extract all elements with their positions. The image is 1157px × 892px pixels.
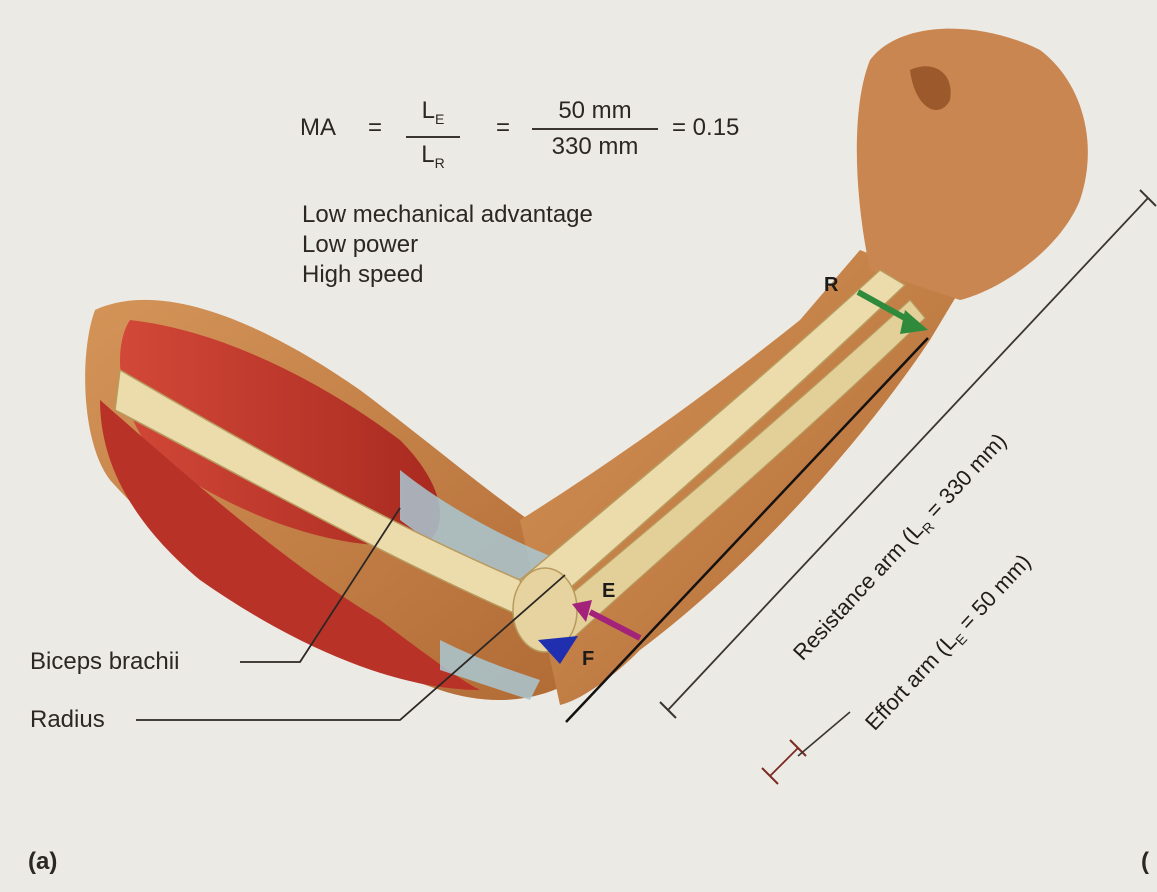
- effort-arm-leader: [798, 712, 850, 756]
- note-speed: High speed: [302, 260, 593, 290]
- resistance-point-label: R: [824, 274, 838, 297]
- length-ratio-fraction: LE LR: [406, 96, 460, 178]
- note-mechanical-advantage: Low mechanical advantage: [302, 200, 593, 230]
- effort-point-label: E: [602, 580, 615, 603]
- numerator-value: 50 mm: [532, 96, 658, 126]
- le-subscript: E: [435, 111, 444, 127]
- ma-label: MA: [300, 114, 336, 142]
- panel-b-partial-label: (: [1141, 848, 1149, 876]
- lr-subscript: R: [435, 155, 445, 171]
- lr-symbol: L: [421, 141, 434, 168]
- ma-result: = 0.15: [672, 114, 739, 142]
- value-fraction: 50 mm 330 mm: [532, 96, 658, 162]
- fist: [857, 29, 1088, 300]
- radius-label: Radius: [30, 706, 105, 734]
- biceps-label: Biceps brachii: [30, 648, 179, 676]
- lever-notes: Low mechanical advantage Low power High …: [302, 200, 593, 290]
- fulcrum-point-label: F: [582, 648, 594, 671]
- panel-a-label: (a): [28, 848, 57, 876]
- le-symbol: L: [422, 97, 435, 124]
- equals-sign: =: [368, 114, 382, 142]
- equals-sign-2: =: [496, 114, 510, 142]
- note-power: Low power: [302, 230, 593, 260]
- effort-arm-line: [770, 748, 798, 776]
- denominator-value: 330 mm: [532, 132, 658, 162]
